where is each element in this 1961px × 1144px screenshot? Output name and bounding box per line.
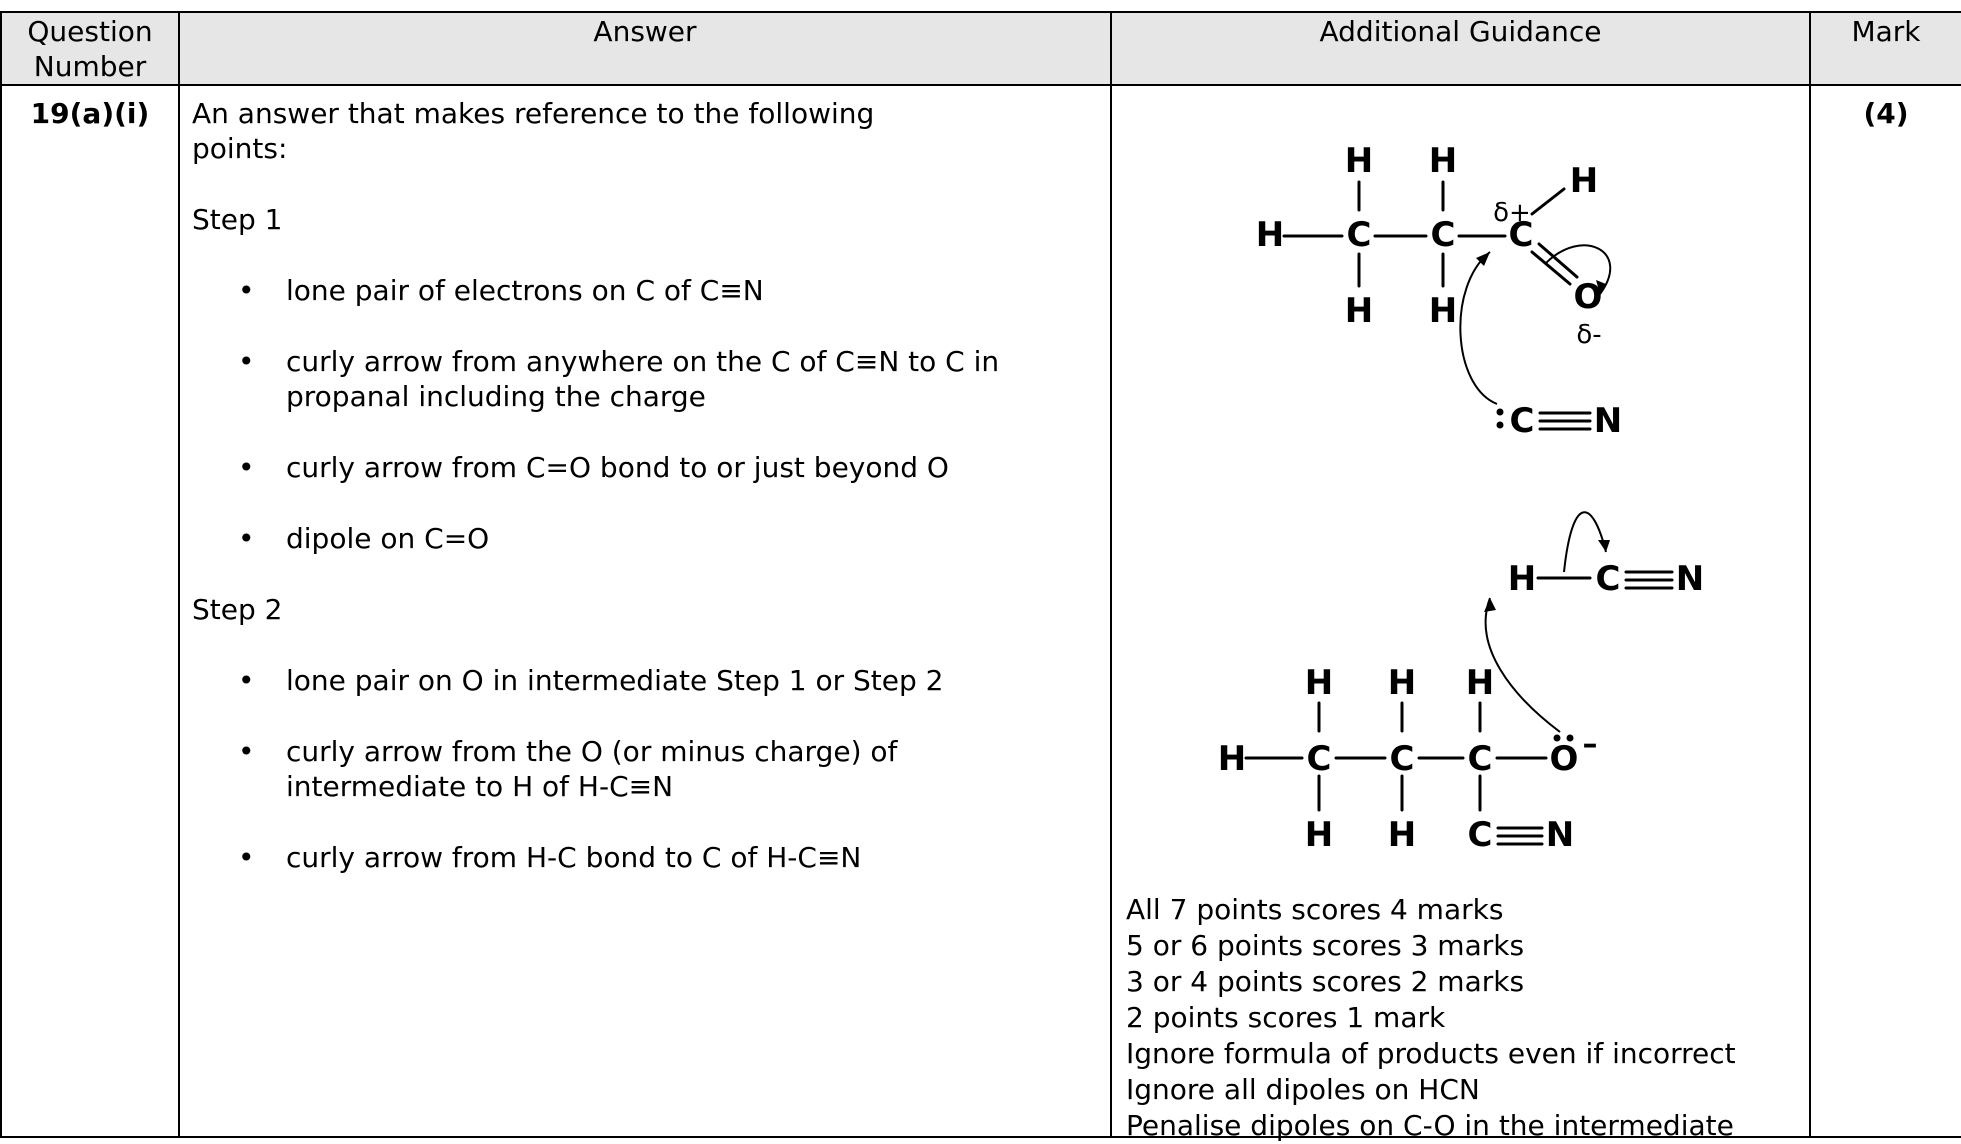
list-item: •lone pair on O in intermediate Step 1 o… (238, 664, 944, 697)
guidance-line: 3 or 4 points scores 2 marks (1126, 965, 1525, 998)
bonds-diagram1 (1282, 180, 1592, 431)
atom-label: H (1429, 291, 1457, 331)
atom-label: C (1596, 559, 1621, 599)
answer-cell: An answer that makes reference to the fo… (178, 84, 1112, 1138)
guidance-line: Ignore formula of products even if incor… (1126, 1037, 1736, 1070)
arrow-heads-diagram1 (1476, 252, 1606, 294)
atom-label: C (1468, 739, 1493, 779)
curly-arrows-diagram2 (1484, 511, 1607, 733)
list-item: •dipole on C=O (238, 522, 490, 555)
atom-label: N (1594, 401, 1622, 441)
mark-cell: (4) (1809, 84, 1961, 1138)
atom-label: C (1347, 215, 1372, 255)
atom-label: H (1466, 663, 1494, 703)
header-mark: Mark (1809, 11, 1961, 86)
atom-label: H (1305, 663, 1333, 703)
step1-points: •lone pair of electrons on C of C≡N •cur… (192, 273, 1012, 556)
atom-label: H (1256, 215, 1284, 255)
atom-label: C (1390, 739, 1415, 779)
step1-label: Step 1 (192, 203, 283, 236)
guidance-cell: H H H H C C C H H O C N δ+ (1110, 84, 1811, 1142)
guidance-text: All 7 points scores 4 marks 5 or 6 point… (1126, 892, 1736, 1144)
atom-label: H (1345, 291, 1373, 331)
atom-label: N (1546, 815, 1574, 855)
atom-label: H (1570, 161, 1598, 201)
guidance-line: 5 or 6 points scores 3 marks (1126, 929, 1525, 962)
atom-label: C (1431, 215, 1456, 255)
minus-charge: – (1583, 727, 1598, 762)
guidance-line: 2 points scores 1 mark (1126, 1001, 1446, 1034)
curly-arrows-diagram1 (1459, 244, 1612, 405)
question-number-cell: 19(a)(i) (0, 84, 180, 1138)
guidance-line: Penalise dipoles on C-O in the intermedi… (1126, 1109, 1734, 1142)
atom-label: H (1388, 815, 1416, 855)
atom-label: C (1510, 401, 1535, 441)
atom-label: H (1508, 559, 1536, 599)
mark-scheme-table: Question Number Answer Additional Guidan… (0, 11, 1961, 1142)
header-question-number: Question Number (0, 11, 180, 86)
atom-label: H (1388, 663, 1416, 703)
lone-pair-dots (1496, 408, 1504, 429)
atom-label: H (1218, 739, 1246, 779)
header-answer: Answer (178, 11, 1112, 86)
list-item: •curly arrow from the O (or minus charge… (238, 735, 898, 803)
step2-points: •lone pair on O in intermediate Step 1 o… (192, 663, 1012, 875)
guidance-line: Ignore all dipoles on HCN (1126, 1073, 1480, 1106)
question-row: 19(a)(i) An answer that makes reference … (0, 84, 1961, 1142)
step2-label: Step 2 (192, 593, 283, 626)
atom-label: H (1305, 815, 1333, 855)
list-item: •lone pair of electrons on C of C≡N (238, 274, 764, 307)
answer-intro: An answer that makes reference to the fo… (192, 97, 875, 165)
dipole-label: δ- (1576, 320, 1601, 350)
header-row: Question Number Answer Additional Guidan… (0, 11, 1961, 86)
list-item: •curly arrow from C=O bond to or just be… (238, 451, 949, 484)
list-item: •curly arrow from H-C bond to C of H-C≡N (238, 841, 862, 874)
atom-label: C (1468, 815, 1493, 855)
atom-label: N (1676, 559, 1704, 599)
list-item: •curly arrow from anywhere on the C of C… (238, 345, 1000, 413)
atom-label: C (1509, 215, 1534, 255)
guidance-line: All 7 points scores 4 marks (1126, 893, 1504, 926)
header-additional-guidance: Additional Guidance (1110, 11, 1811, 86)
atom-label: O (1550, 739, 1579, 779)
arrow-heads-diagram2 (1484, 540, 1610, 612)
dipole-label: δ+ (1493, 198, 1531, 228)
bonds-diagram2 (1244, 570, 1674, 846)
atom-label: H (1345, 141, 1373, 181)
atom-label: H (1429, 141, 1457, 181)
mechanism-diagram: H H H H C C C H H O C N δ+ (1218, 141, 1704, 855)
lone-pair-dots-oxygen (1553, 734, 1574, 742)
atom-label: C (1307, 739, 1332, 779)
